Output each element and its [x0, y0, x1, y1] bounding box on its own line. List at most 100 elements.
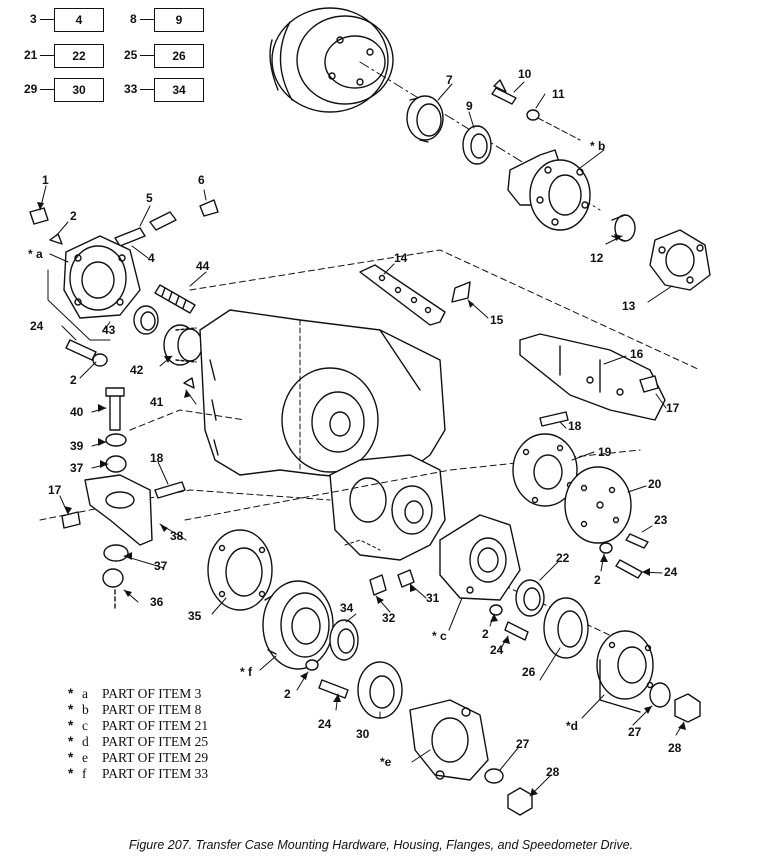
ref-lead-number: 3 [30, 12, 37, 26]
legend-text: PART OF ITEM 33 [102, 766, 209, 781]
gear-part-42 [163, 324, 203, 366]
callout-17: 17 [666, 401, 680, 415]
washer-part-11 [526, 109, 540, 121]
seal-part-7 [406, 95, 444, 143]
nut-part-28-right [674, 693, 701, 723]
washer-part-2-mid [489, 604, 503, 616]
figure-caption: Figure 207. Transfer Case Mounting Hardw… [128, 838, 634, 852]
callout-37: 37 [70, 461, 84, 475]
flange-part-f [262, 580, 334, 670]
bolt-part-24-lower [318, 679, 349, 699]
callout-39: 39 [70, 439, 84, 453]
callout-2: 2 [70, 209, 77, 223]
callout-28: 28 [668, 741, 682, 755]
callout-23: 23 [654, 513, 668, 527]
bracket-part-16 [519, 333, 666, 421]
leader-arrowheads [37, 202, 686, 796]
ref-box-number: 34 [154, 78, 204, 102]
mount-stack-left [61, 377, 195, 611]
callout-35: 35 [188, 609, 202, 623]
callout-22: 22 [556, 551, 570, 565]
legend-star: * [68, 750, 74, 765]
callout-7: 7 [446, 73, 453, 87]
ref-box-number: 22 [54, 44, 104, 68]
callout-42: 42 [130, 363, 144, 377]
legend-star: * [68, 702, 74, 717]
callout-4: 4 [148, 251, 155, 265]
flange-part-19 [512, 433, 578, 507]
flange-part-c [439, 514, 521, 601]
callout-31: 31 [426, 591, 440, 605]
ref-box-number: 9 [154, 8, 204, 32]
callout-40: 40 [70, 405, 84, 419]
washer-part-2-lower [305, 659, 319, 671]
legend-star: * [68, 734, 74, 749]
legend-key: b [82, 702, 89, 717]
callout-30: 30 [356, 727, 370, 741]
callout-27: 27 [516, 737, 530, 751]
callout-28: 28 [546, 765, 560, 779]
callout-24: 24 [30, 319, 44, 333]
washer-part-2-right [599, 542, 613, 554]
callout-star-f: * f [240, 665, 252, 679]
ref-box-number: 4 [54, 8, 104, 32]
bushing-part-12 [611, 214, 636, 242]
callout-16: 16 [630, 347, 644, 361]
legend-text: PART OF ITEM 25 [102, 734, 209, 749]
callout-2: 2 [70, 373, 77, 387]
legend-text: PART OF ITEM 21 [102, 718, 209, 733]
callout-38: 38 [170, 529, 184, 543]
ref-box-number: 30 [54, 78, 104, 102]
callout-star-d: *d [566, 719, 578, 733]
bolt-part-24-right [615, 559, 643, 579]
callout-41: 41 [150, 395, 164, 409]
legend-star: * [68, 686, 74, 701]
callout-24: 24 [664, 565, 678, 579]
callout-star-a: * a [28, 247, 43, 261]
spring-part-44 [154, 284, 196, 314]
callout-1: 1 [42, 173, 49, 187]
callout-18: 18 [568, 419, 582, 433]
ref-dash [140, 19, 154, 20]
callout-5: 5 [146, 191, 153, 205]
gasket-part-35 [207, 529, 273, 611]
ref-dash [40, 55, 54, 56]
legend-key: e [82, 750, 88, 765]
callout-44: 44 [196, 259, 210, 273]
callout-34: 34 [340, 601, 354, 615]
callout-6: 6 [198, 173, 205, 187]
bolt-part-10 [491, 79, 517, 105]
callout-20: 20 [648, 477, 662, 491]
callout-26: 26 [522, 665, 536, 679]
flange-part-20 [564, 466, 632, 544]
washer-part-27-right [649, 682, 671, 708]
callout-11: 11 [552, 87, 565, 101]
flange-part-b [507, 149, 591, 231]
seal-part-26 [543, 597, 589, 659]
ref-dash [140, 89, 154, 90]
plate-part-13 [649, 229, 711, 291]
fitting-part-32 [369, 574, 387, 596]
fitting-part-31 [397, 569, 415, 588]
callout-27: 27 [628, 725, 642, 739]
callout-32: 32 [382, 611, 396, 625]
callout-18: 18 [150, 451, 164, 465]
callout-star-e: *e [380, 755, 392, 769]
callout-star-c: * c [432, 629, 447, 643]
callout-2: 2 [482, 627, 489, 641]
legend-star: * [68, 766, 74, 781]
bolt-part-24-left [65, 339, 97, 361]
callout-12: 12 [590, 251, 604, 265]
screw-part-23 [625, 533, 649, 549]
callout-2: 2 [594, 573, 601, 587]
transfer-case-housing [199, 309, 446, 561]
callout-43: 43 [102, 323, 116, 337]
callout-24: 24 [318, 717, 332, 731]
callout-37: 37 [154, 559, 168, 573]
callout-14: 14 [394, 251, 408, 265]
